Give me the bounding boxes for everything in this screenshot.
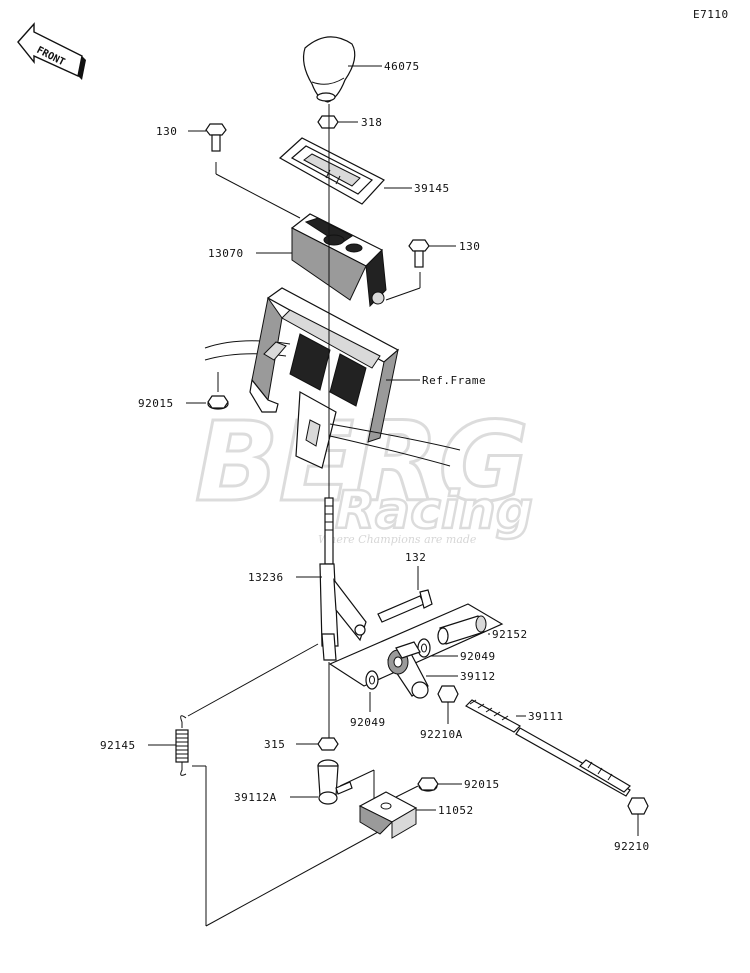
rod-39111-part [465, 699, 631, 797]
bracket-11052-part [358, 791, 436, 839]
label-130-right: 130 [459, 240, 480, 253]
label-ref-frame: Ref.Frame [422, 374, 486, 387]
flange-nut-92015-upper-part [186, 372, 229, 410]
collar-92152-part [437, 615, 490, 645]
label-92210: 92210 [614, 840, 650, 853]
joint-39112A-part [290, 759, 375, 805]
label-39145: 39145 [414, 182, 450, 195]
shift-knob-part [302, 36, 382, 103]
shift-gate-plate-part [278, 137, 412, 205]
nut-318-part [317, 115, 358, 129]
label-13070: 13070 [208, 247, 244, 260]
label-92049-right: 92049 [460, 650, 496, 663]
label-92015-upper: 92015 [138, 397, 174, 410]
bolt-132-part [377, 566, 433, 623]
flange-nut-92015-lower-part [393, 777, 462, 799]
washer-92049-left-part [365, 670, 379, 712]
bolt-130-right-part [385, 239, 456, 301]
label-130-left: 130 [156, 125, 177, 138]
washer-92049-right-part [417, 638, 458, 658]
label-39111: 39111 [528, 710, 564, 723]
label-46075: 46075 [384, 60, 420, 73]
frame-bracket-part [204, 287, 461, 469]
label-92210A: 92210A [420, 728, 463, 741]
nut-92210A-part [437, 685, 459, 724]
label-315: 315 [264, 738, 285, 751]
label-132: 132 [405, 551, 426, 564]
label-92145: 92145 [100, 739, 136, 752]
label-92015-lower: 92015 [464, 778, 500, 791]
label-39112A: 39112A [234, 791, 277, 804]
label-13236: 13236 [248, 571, 284, 584]
watermark-main: BERG [195, 398, 529, 526]
bolt-130-left-part [188, 123, 301, 219]
front-direction-arrow-icon: FRONT [17, 22, 86, 80]
label-11052: 11052 [438, 804, 474, 817]
diagram-code: E7110 [693, 8, 729, 21]
label-318: 318 [361, 116, 382, 129]
watermark-tagline: Where Champions are made [318, 533, 477, 546]
shift-lever-rod-part [296, 104, 367, 661]
berg-racing-watermark: BERG Racing Where Champions are made [194, 397, 535, 547]
label-92152: 92152 [492, 628, 528, 641]
label-92049-left: 92049 [350, 716, 386, 729]
watermark-sub: Racing [335, 481, 533, 541]
nut-315-part [296, 662, 339, 751]
spring-92145-part [148, 643, 379, 927]
label-39112: 39112 [460, 670, 496, 683]
shift-arm-39112-part [387, 641, 458, 699]
nut-92210-part [627, 797, 649, 836]
